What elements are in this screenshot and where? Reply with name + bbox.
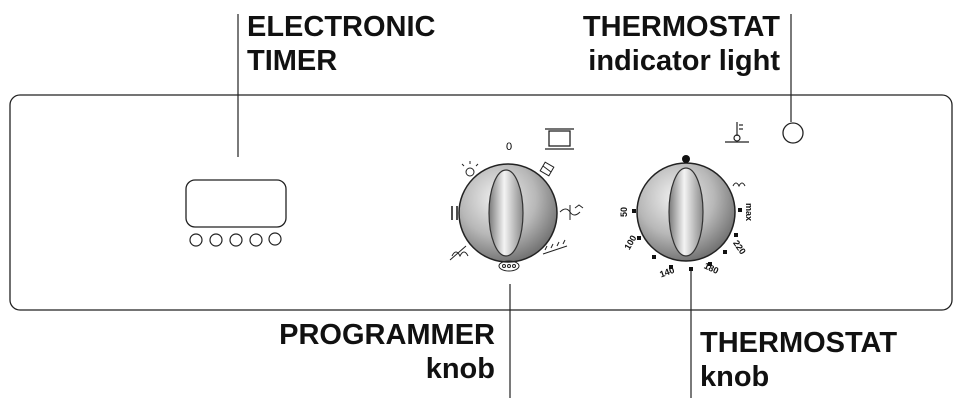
thermostat-indicator-dot: [682, 155, 690, 163]
thermostat-knob-label: THERMOSTAT knob: [700, 327, 898, 393]
timer-button-1[interactable]: [189, 233, 203, 247]
scale-label-50: 50: [619, 207, 629, 217]
thermostat-light-label: THERMOSTAT indicator light: [582, 11, 780, 77]
tick-120: [652, 255, 656, 259]
tick-100: [637, 236, 641, 240]
timer-button-3[interactable]: [229, 233, 243, 247]
thermometer-icon: [725, 122, 749, 143]
bottom-heat-icon: [542, 239, 568, 255]
pause-icon: [451, 206, 458, 220]
timer-buttons: [189, 232, 282, 247]
scale-label-180: 180: [702, 261, 720, 276]
lamp-icon: [461, 161, 479, 177]
scale-label-max: max: [744, 203, 754, 221]
timer-button-5[interactable]: [268, 232, 282, 246]
tick-200: [723, 250, 727, 254]
scale-label-140: 140: [658, 265, 676, 280]
tick-140: [669, 265, 673, 269]
programmer-knob[interactable]: [458, 163, 558, 263]
max-grill-icon: [732, 182, 746, 188]
timer-display: [185, 179, 287, 228]
grill-icon: [449, 245, 469, 261]
oven-symbol-icon: [545, 128, 574, 150]
timer-button-2[interactable]: [209, 233, 223, 247]
defrost-icon: [539, 161, 555, 177]
scale-label-100: 100: [622, 233, 638, 251]
timer-button-4[interactable]: [249, 233, 263, 247]
programmer-knob-label: PROGRAMMER knob: [279, 319, 495, 385]
tick-220: [734, 233, 738, 237]
programmer-zero-label: 0: [506, 141, 512, 153]
tick-180: [708, 262, 712, 266]
thermostat-knob[interactable]: [636, 162, 736, 262]
fan-grill-icon: [559, 204, 584, 220]
fan-icon: [498, 260, 520, 272]
thermostat-indicator-light: [782, 122, 804, 144]
scale-label-220: 220: [731, 238, 748, 256]
tick-max: [738, 208, 742, 212]
control-panel: [9, 94, 953, 311]
tick-50: [632, 209, 636, 213]
tick-160: [689, 267, 693, 271]
thermostat-scale-ticks: [632, 208, 742, 271]
electronic-timer-label: ELECTRONIC TIMER: [247, 11, 436, 77]
